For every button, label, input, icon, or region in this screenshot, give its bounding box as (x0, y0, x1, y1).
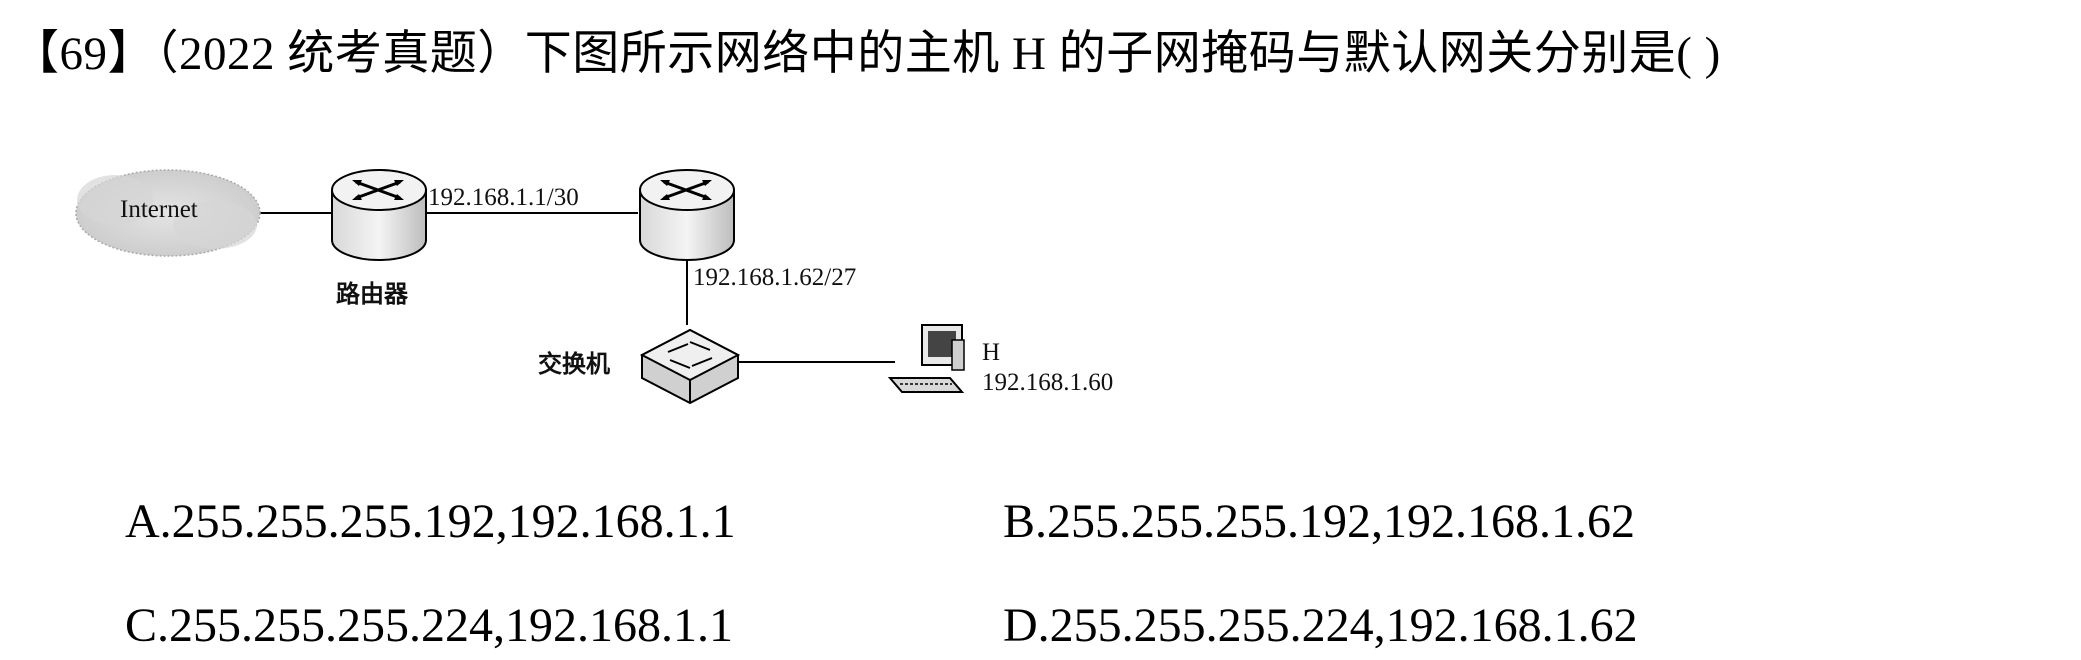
host-name-label: H (982, 339, 1000, 366)
router-1-icon (331, 169, 427, 261)
internet-cloud-icon: Internet (75, 169, 261, 257)
router-2-icon (639, 169, 735, 261)
option-b: B.255.255.255.192,192.168.1.62 (1003, 495, 1636, 548)
router1-label: 路由器 (336, 280, 409, 308)
router2-lan-ip-label: 192.168.1.62/27 (693, 264, 856, 291)
router1-link-ip-label: 192.168.1.1/30 (428, 184, 579, 211)
switch-label: 交换机 (538, 350, 610, 378)
host-ip-label: 192.168.1.60 (982, 369, 1113, 396)
option-c: C.255.255.255.224,192.168.1.1 (125, 599, 734, 652)
internet-label: Internet (120, 196, 198, 223)
host-computer-icon (887, 324, 965, 393)
switch-icon (639, 328, 741, 405)
option-d: D.255.255.255.224,192.168.1.62 (1003, 599, 1638, 652)
question-title: 【69】（2022 统考真题）下图所示网络中的主机 H 的子网掩码与默认网关分别… (12, 28, 1721, 80)
option-a: A.255.255.255.192,192.168.1.1 (125, 495, 736, 548)
